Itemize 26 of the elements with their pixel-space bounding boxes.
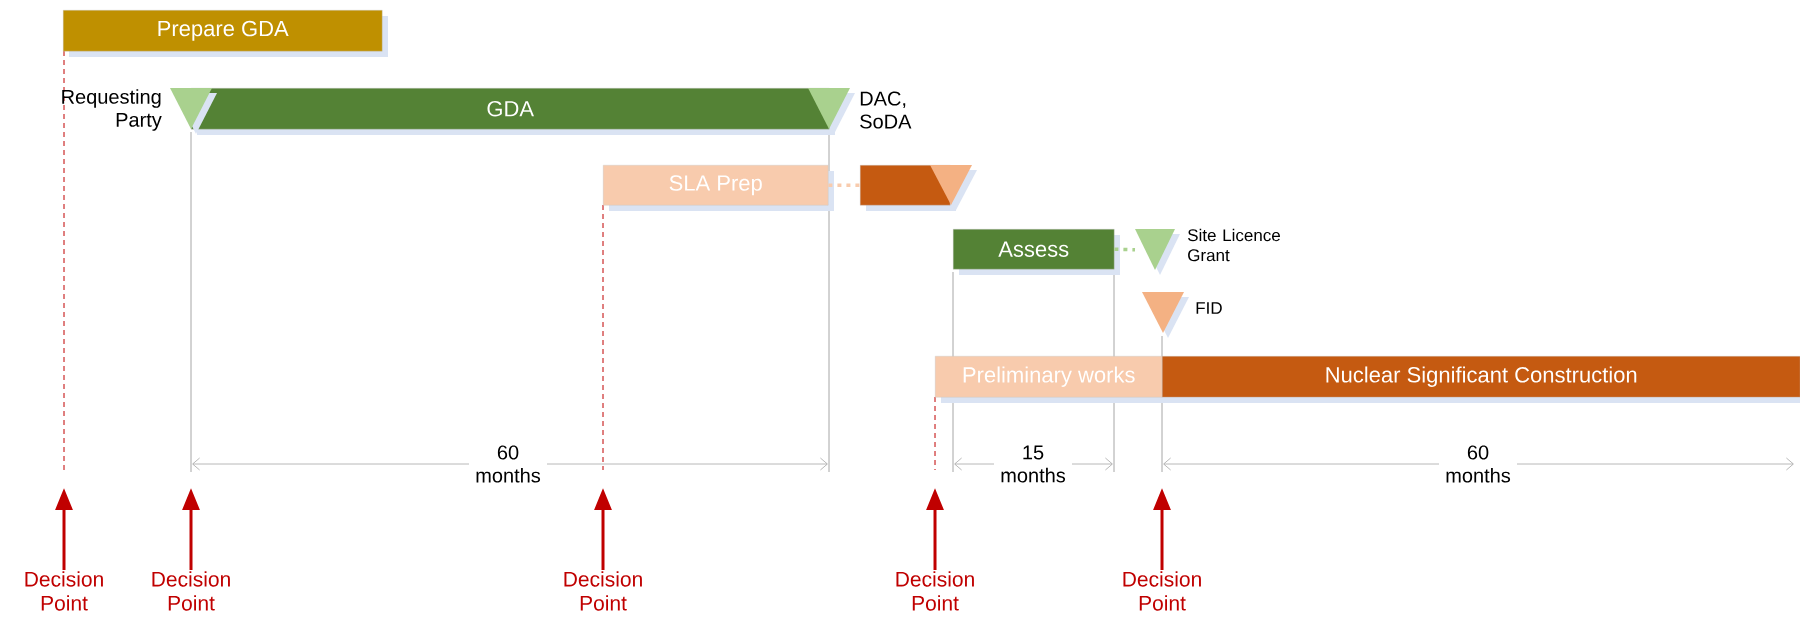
task-bar: Prepare GDA [63, 10, 388, 57]
task-bar: GDA [191, 88, 835, 135]
dotted-connector [828, 183, 860, 187]
milestone-triangle [930, 165, 977, 210]
dimension-label: 60 months [1439, 443, 1517, 485]
milestone-triangle [808, 88, 855, 134]
task-bar [860, 165, 956, 211]
milestone-label: Site Licence Grant [1188, 228, 1280, 262]
milestone-label: FID [1196, 302, 1222, 314]
task-bar: Preliminary works [935, 356, 1168, 403]
milestone-label: DAC, SoDA [860, 91, 912, 129]
decision-label: Decision Point [152, 571, 230, 611]
task-bar: Assess [953, 229, 1120, 275]
task-bar: Nuclear Significant Construction [1162, 356, 1800, 403]
milestone-label: Requesting Party [62, 89, 162, 131]
dotted-connector [1114, 247, 1136, 252]
milestone-triangle [1142, 292, 1189, 338]
milestone-triangle [170, 88, 217, 134]
task-bar: SLA Prep [603, 165, 834, 211]
milestone-triangle [1135, 229, 1180, 275]
decision-label: Decision Point [25, 571, 103, 611]
decision-label: Decision Point [1123, 571, 1201, 611]
decision-label: Decision Point [564, 571, 642, 611]
dimension-label: 60 months [469, 443, 547, 485]
dimension-label: 15 months [994, 443, 1072, 485]
decision-label: Decision Point [896, 571, 974, 611]
